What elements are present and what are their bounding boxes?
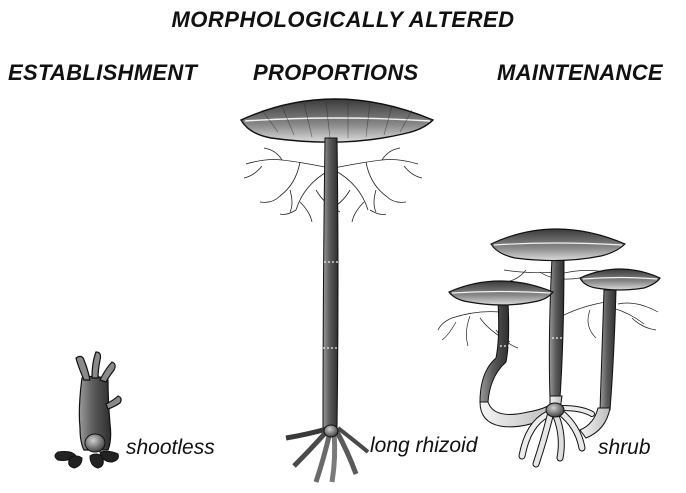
category-label-establishment: ESTABLISHMENT bbox=[8, 60, 197, 86]
shrub-cap-right bbox=[580, 269, 660, 290]
long-rhizoid-stalk bbox=[323, 138, 338, 428]
category-label-proportions: PROPORTIONS bbox=[253, 60, 418, 86]
shrub-cap-left bbox=[449, 281, 553, 305]
shootless-bulb bbox=[85, 434, 105, 452]
figure-title: MORPHOLOGICALLY ALTERED bbox=[0, 7, 686, 33]
long-rhizoid-cap bbox=[241, 99, 433, 142]
long-rhizoid-specimen bbox=[241, 99, 433, 482]
shootless-specimen bbox=[55, 352, 121, 468]
shootless-rhizoids bbox=[55, 451, 118, 468]
shrub-specimen bbox=[438, 229, 660, 464]
shrub-stalk-center bbox=[549, 258, 564, 398]
caption-shootless: shootless bbox=[126, 436, 215, 460]
caption-shrub: shrub bbox=[598, 436, 651, 460]
shrub-cap-center bbox=[491, 229, 625, 261]
category-label-maintenance: MAINTENANCE bbox=[497, 60, 663, 86]
caption-long-rhizoid: long rhizoid bbox=[370, 434, 477, 458]
shrub-stalk-left bbox=[480, 302, 509, 402]
shrub-stalk-right bbox=[600, 290, 616, 410]
